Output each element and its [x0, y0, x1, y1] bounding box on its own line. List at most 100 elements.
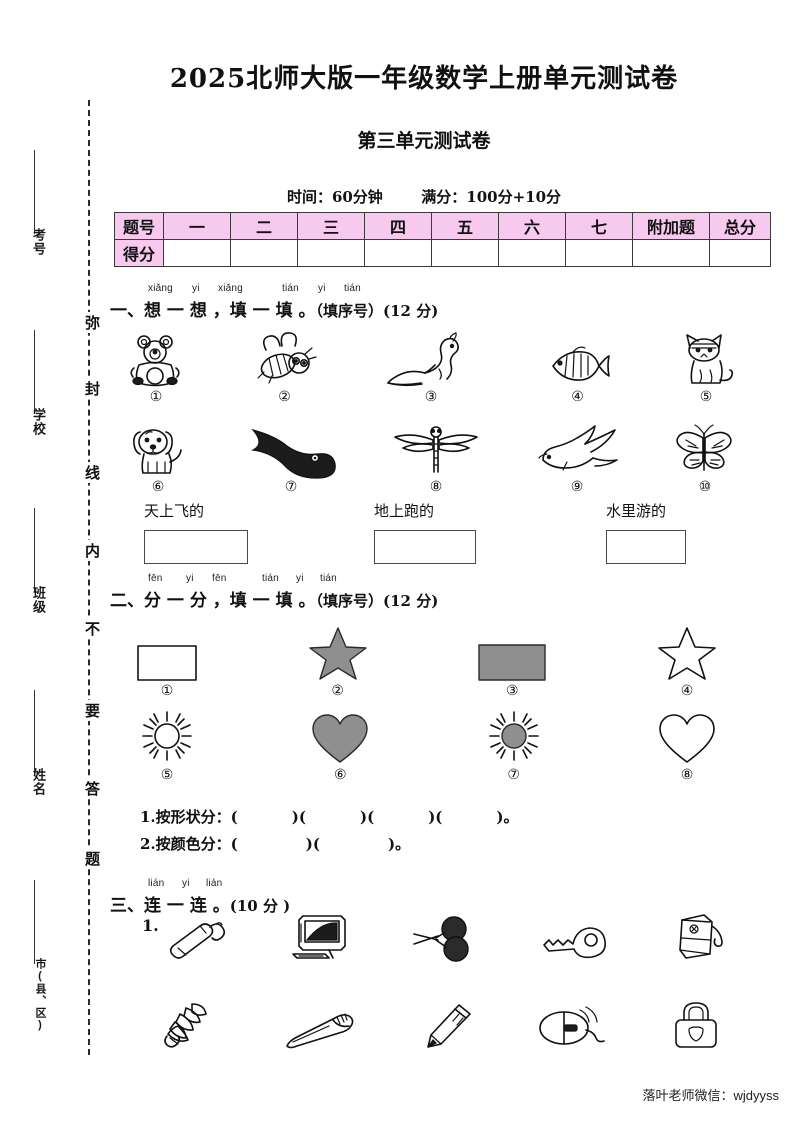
footer-watermark: 落叶老师微信：wjdyyss — [642, 1088, 779, 1103]
score-cell-7[interactable] — [565, 239, 633, 267]
score-cell-6[interactable] — [498, 239, 566, 267]
q2-pinyin-6: tián — [320, 573, 337, 584]
q2-items-row-2: ⑤ ⑥ — [136, 706, 716, 782]
seal-char-da: 答 — [76, 778, 102, 799]
q1-answer-box-water[interactable] — [606, 530, 686, 564]
score-cell-3[interactable] — [297, 239, 365, 267]
q1-item-7[interactable]: ⑦ — [243, 422, 339, 494]
q1-pinyin-5: yi — [318, 283, 326, 294]
q1-category-label-ground: 地上跑的 — [374, 502, 435, 520]
shuttlecock-icon — [162, 1000, 220, 1050]
score-cell-2[interactable] — [230, 239, 298, 267]
score-table-col-4: 四 — [364, 212, 432, 240]
score-cell-5[interactable] — [431, 239, 499, 267]
seal-char-yao: 要 — [76, 700, 102, 721]
q2-item-2[interactable]: ② — [308, 626, 367, 698]
seal-char-nei: 内 — [76, 540, 102, 561]
seal-dashed-line — [88, 100, 90, 1055]
score-table-header-row: 题号 一 二 三 四 五 六 七 附加题 总分 — [114, 212, 771, 240]
q1-category-label-water: 水里游的 — [606, 502, 667, 520]
exam-paper-body: 2025北师大版一年级数学上册单元测试卷 第三单元测试卷 时间：60分钟 满分：… — [104, 0, 793, 1122]
bee-icon — [252, 332, 318, 388]
seal-margin-column: 考号 学校 班级 姓名 市(县、区) 弥 封 线 内 不 要 答 题 — [0, 0, 104, 1122]
toothpaste-tube-icon — [166, 920, 228, 962]
q1-item-3[interactable]: ③ — [383, 332, 479, 404]
seal-rule — [34, 508, 35, 592]
score-table: 题号 一 二 三 四 五 六 七 附加题 总分 得分 — [114, 212, 771, 267]
teddy-bear-icon — [126, 332, 186, 388]
q3-item-padlock[interactable] — [670, 1000, 722, 1050]
q3-item-toothpaste[interactable] — [166, 920, 228, 962]
padlock-icon — [670, 1000, 722, 1050]
pencil-icon — [423, 1002, 473, 1050]
sun-white-icon — [136, 706, 198, 766]
q2-pinyin-4: tián — [262, 573, 279, 584]
q3-item-mouse[interactable] — [536, 1004, 608, 1050]
q1-pinyin-3: xiǎng — [218, 283, 243, 294]
seal-label-city: 市(县、区) — [34, 958, 46, 1032]
q2-item-7[interactable]: ⑦ — [483, 706, 545, 782]
q1-item-6[interactable]: ⑥ — [126, 422, 190, 494]
heart-white-icon — [658, 712, 716, 766]
q1-item-2[interactable]: ② — [252, 332, 318, 404]
score-table-col-3: 三 — [297, 212, 365, 240]
q2-item-1[interactable]: ① — [136, 638, 198, 698]
seal-rule — [34, 880, 35, 964]
score-table-col-extra: 附加题 — [632, 212, 710, 240]
q1-item-1-number: ① — [149, 389, 163, 405]
q1-index: 一、 — [110, 301, 144, 321]
q1-item-10-number: ⑩ — [698, 479, 712, 495]
seal-rule — [34, 150, 35, 234]
score-cell-1[interactable] — [163, 239, 231, 267]
q1-answer-box-sky[interactable] — [144, 530, 248, 564]
q2-item-8-number: ⑧ — [680, 767, 694, 783]
q3-item-pencil[interactable] — [423, 1002, 473, 1050]
score-table-col-7: 七 — [565, 212, 633, 240]
q1-answer-box-ground[interactable] — [374, 530, 476, 564]
score-cell-4[interactable] — [364, 239, 432, 267]
q2-item-6-number: ⑥ — [334, 767, 347, 783]
q1-heading: 一、想 一 想 ，填 一 填 。（填序号）(12 分) — [110, 296, 438, 321]
score-table-col-total: 总分 — [709, 212, 771, 240]
q3-heading: 三、连 一 连 。(10 分 ) — [110, 891, 290, 916]
q2-item-8[interactable]: ⑧ — [658, 712, 716, 782]
seal-label-exam-number: 考号 — [31, 228, 46, 256]
q1-item-4[interactable]: ④ — [545, 332, 611, 404]
q3-sub-number: 1. — [142, 916, 159, 935]
seal-char-mi: 弥 — [76, 312, 102, 333]
q2-blank-line-color[interactable]: 2.按颜色分：()()。 — [140, 835, 411, 853]
key-icon — [541, 924, 609, 962]
score-cell-extra[interactable] — [632, 239, 710, 267]
q3-item-computer[interactable] — [289, 912, 351, 962]
q1-item-3-number: ③ — [424, 389, 438, 405]
q3-item-shuttlecock[interactable] — [162, 1000, 220, 1050]
star-gray-icon — [308, 626, 367, 682]
q2-item-4[interactable]: ④ — [658, 626, 716, 698]
q1-item-1[interactable]: ① — [126, 332, 186, 404]
q2-item-5[interactable]: ⑤ — [136, 706, 198, 782]
seal-rule — [34, 330, 35, 414]
q1-item-5[interactable]: ⑤ — [676, 332, 736, 404]
q2-blank-line-shape[interactable]: 1.按形状分：()()()()。 — [140, 808, 519, 826]
heart-gray-icon — [311, 712, 369, 766]
score-table-col-5: 五 — [431, 212, 499, 240]
q1-item-10[interactable]: ⑩ — [674, 422, 736, 494]
q2-blank-label-shape: 1.按形状分： — [140, 808, 231, 826]
table-tennis-paddles-icon — [412, 916, 480, 962]
q2-items-row-1: ① ② ③ ④ — [136, 626, 716, 698]
score-cell-total[interactable] — [709, 239, 771, 267]
q3-item-toothbrush[interactable] — [283, 1008, 361, 1050]
q2-item-6[interactable]: ⑥ — [311, 712, 369, 782]
q1-item-8[interactable]: ⑧ — [392, 422, 480, 494]
seal-label-class: 班级 — [31, 586, 46, 614]
seal-char-xian: 线 — [76, 462, 102, 483]
seal-char-feng: 封 — [76, 378, 102, 399]
q3-item-sharpener[interactable] — [670, 912, 726, 962]
q2-item-4-number: ④ — [680, 683, 694, 699]
q2-item-3[interactable]: ③ — [477, 638, 547, 698]
q1-item-9[interactable]: ⑨ — [533, 422, 621, 494]
q3-item-key[interactable] — [541, 924, 609, 962]
q1-item-4-number: ④ — [571, 389, 584, 405]
pencil-sharpener-icon — [670, 912, 726, 962]
q3-item-paddles[interactable] — [412, 916, 480, 962]
